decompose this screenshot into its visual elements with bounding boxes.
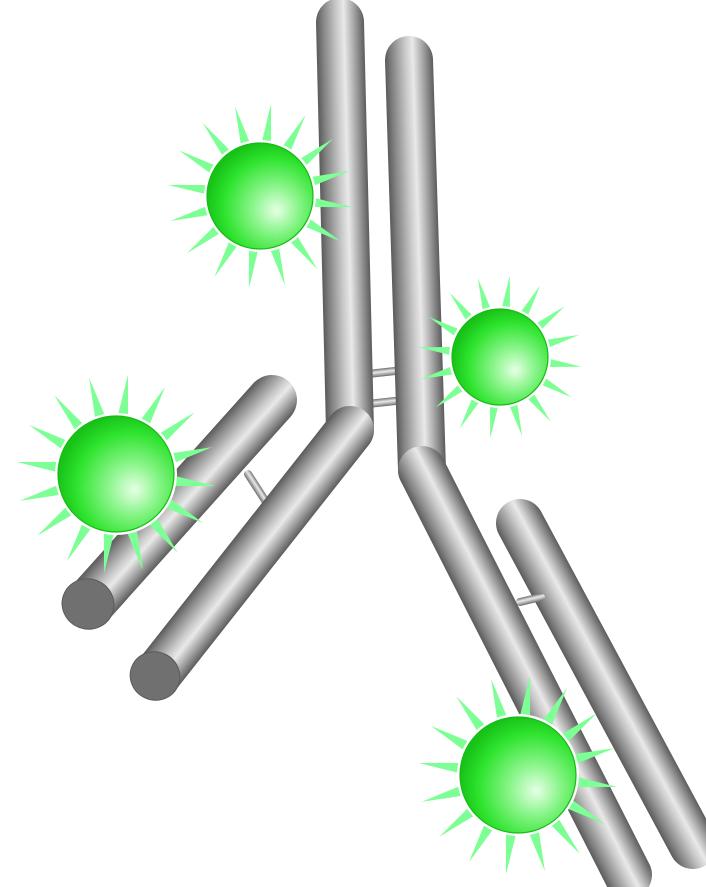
heavy-chain-left [122,22,350,708]
disulfide-bond-right [520,597,541,602]
fluorophore-icon [460,717,576,833]
fluorophore-icon [58,416,174,532]
fluorophore-icon [207,143,313,249]
fluorophore-icon [452,309,548,405]
